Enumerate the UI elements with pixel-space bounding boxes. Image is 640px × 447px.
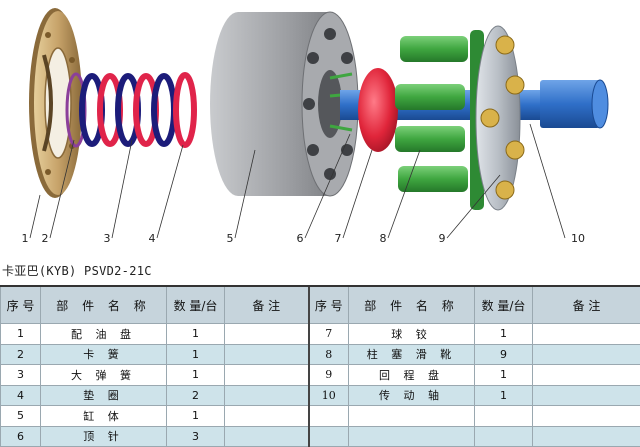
cell-quantity-right: 1: [474, 323, 533, 345]
cell-remarks-right: [532, 364, 640, 386]
callout-10: 10: [571, 232, 585, 245]
cell-quantity-right: 1: [474, 364, 533, 386]
header-part-name-right: 部 件 名 称: [348, 285, 475, 324]
callout-3: 3: [103, 232, 111, 245]
cell-remarks: [224, 425, 309, 447]
cell-part-name: 卡 簧: [40, 343, 167, 365]
cell-part-name-right: [348, 405, 475, 427]
cell-quantity: 3: [166, 425, 225, 447]
cell-serial: 1: [0, 323, 41, 345]
table-row: 2 卡 簧 1 8 柱 塞 滑 靴 9: [0, 343, 640, 365]
cell-serial: 2: [0, 343, 41, 365]
header-remarks-right: 备 注: [532, 285, 640, 324]
callout-2: 2: [41, 232, 49, 245]
cell-part-name-right: [348, 425, 475, 447]
cell-part-name: 顶 针: [40, 425, 167, 447]
callout-9: 9: [438, 232, 446, 245]
cell-quantity-right: 1: [474, 384, 533, 406]
cell-serial: 5: [0, 405, 41, 427]
cell-part-name-right: 柱 塞 滑 靴: [348, 343, 475, 365]
table-row: 6 顶 针 3: [0, 425, 640, 447]
callout-5: 5: [226, 232, 234, 245]
table-row: 4 垫 圈 2 10 传 动 轴 1: [0, 384, 640, 406]
table-header-row: 序 号 部 件 名 称 数 量/台 备 注 序 号 部 件 名 称 数 量/台 …: [0, 285, 640, 324]
callout-7: 7: [334, 232, 342, 245]
cell-part-name-right: 球 铰: [348, 323, 475, 345]
parts-table: 序 号 部 件 名 称 数 量/台 备 注 序 号 部 件 名 称 数 量/台 …: [0, 285, 640, 447]
header-serial-right: 序 号: [307, 285, 349, 324]
retainer-plate-part: [475, 25, 525, 211]
cell-remarks-right: [532, 343, 640, 365]
cell-serial-right: 9: [307, 364, 349, 386]
cell-part-name: 垫 圈: [40, 384, 167, 406]
header-part-name: 部 件 名 称: [40, 285, 167, 324]
model-title: 卡亚巴(KYB) PSVD2-21C: [2, 264, 152, 278]
cell-part-name: 配 油 盘: [40, 323, 167, 345]
header-remarks: 备 注: [224, 285, 309, 324]
cell-remarks: [224, 323, 309, 345]
cell-remarks-right: [532, 425, 640, 447]
cell-serial-right: 10: [307, 384, 349, 406]
cell-quantity-right: [474, 405, 533, 427]
cell-remarks: [224, 384, 309, 406]
cell-remarks: [224, 405, 309, 427]
spring-part: [79, 73, 177, 147]
cell-serial-right: 8: [307, 343, 349, 365]
cell-serial-right: [307, 405, 349, 427]
cell-quantity: 1: [166, 364, 225, 386]
callout-4: 4: [148, 232, 156, 245]
cell-quantity: 2: [166, 384, 225, 406]
ball-guide-part: [358, 68, 398, 152]
washer-part: [173, 72, 197, 148]
cell-part-name: 缸 体: [40, 405, 167, 427]
callout-1: 1: [21, 232, 29, 245]
cell-serial-right: [307, 425, 349, 447]
cell-part-name: 大 弹 簧: [40, 364, 167, 386]
cell-part-name-right: 传 动 轴: [348, 384, 475, 406]
leader-lines: [29, 123, 566, 239]
valve-plate-part: [29, 8, 82, 198]
cell-serial: 6: [0, 425, 41, 447]
cell-serial: 3: [0, 364, 41, 386]
cylinder-block-part: [210, 11, 359, 197]
header-serial: 序 号: [0, 285, 41, 324]
cell-quantity: 1: [166, 323, 225, 345]
table-row: 3 大 弹 簧 1 9 回 程 盘 1: [0, 364, 640, 386]
table-row: 1 配 油 盘 1 7 球 铰 1: [0, 323, 640, 345]
cell-remarks: [224, 364, 309, 386]
pump-exploded-diagram: [29, 8, 609, 239]
cell-quantity-right: [474, 425, 533, 447]
callout-6: 6: [296, 232, 304, 245]
cell-quantity: 1: [166, 343, 225, 365]
table-row: 5 缸 体 1: [0, 405, 640, 427]
cell-quantity-right: 9: [474, 343, 533, 365]
header-quantity: 数 量/台: [166, 285, 225, 324]
cell-remarks-right: [532, 384, 640, 406]
cell-serial-right: 7: [307, 323, 349, 345]
cell-remarks-right: [532, 323, 640, 345]
cell-part-name-right: 回 程 盘: [348, 364, 475, 386]
cell-remarks-right: [532, 405, 640, 427]
cell-serial: 4: [0, 384, 41, 406]
cell-quantity: 1: [166, 405, 225, 427]
piston-shoe-part: [395, 30, 484, 210]
callout-8: 8: [379, 232, 387, 245]
header-quantity-right: 数 量/台: [474, 285, 533, 324]
cell-remarks: [224, 343, 309, 365]
